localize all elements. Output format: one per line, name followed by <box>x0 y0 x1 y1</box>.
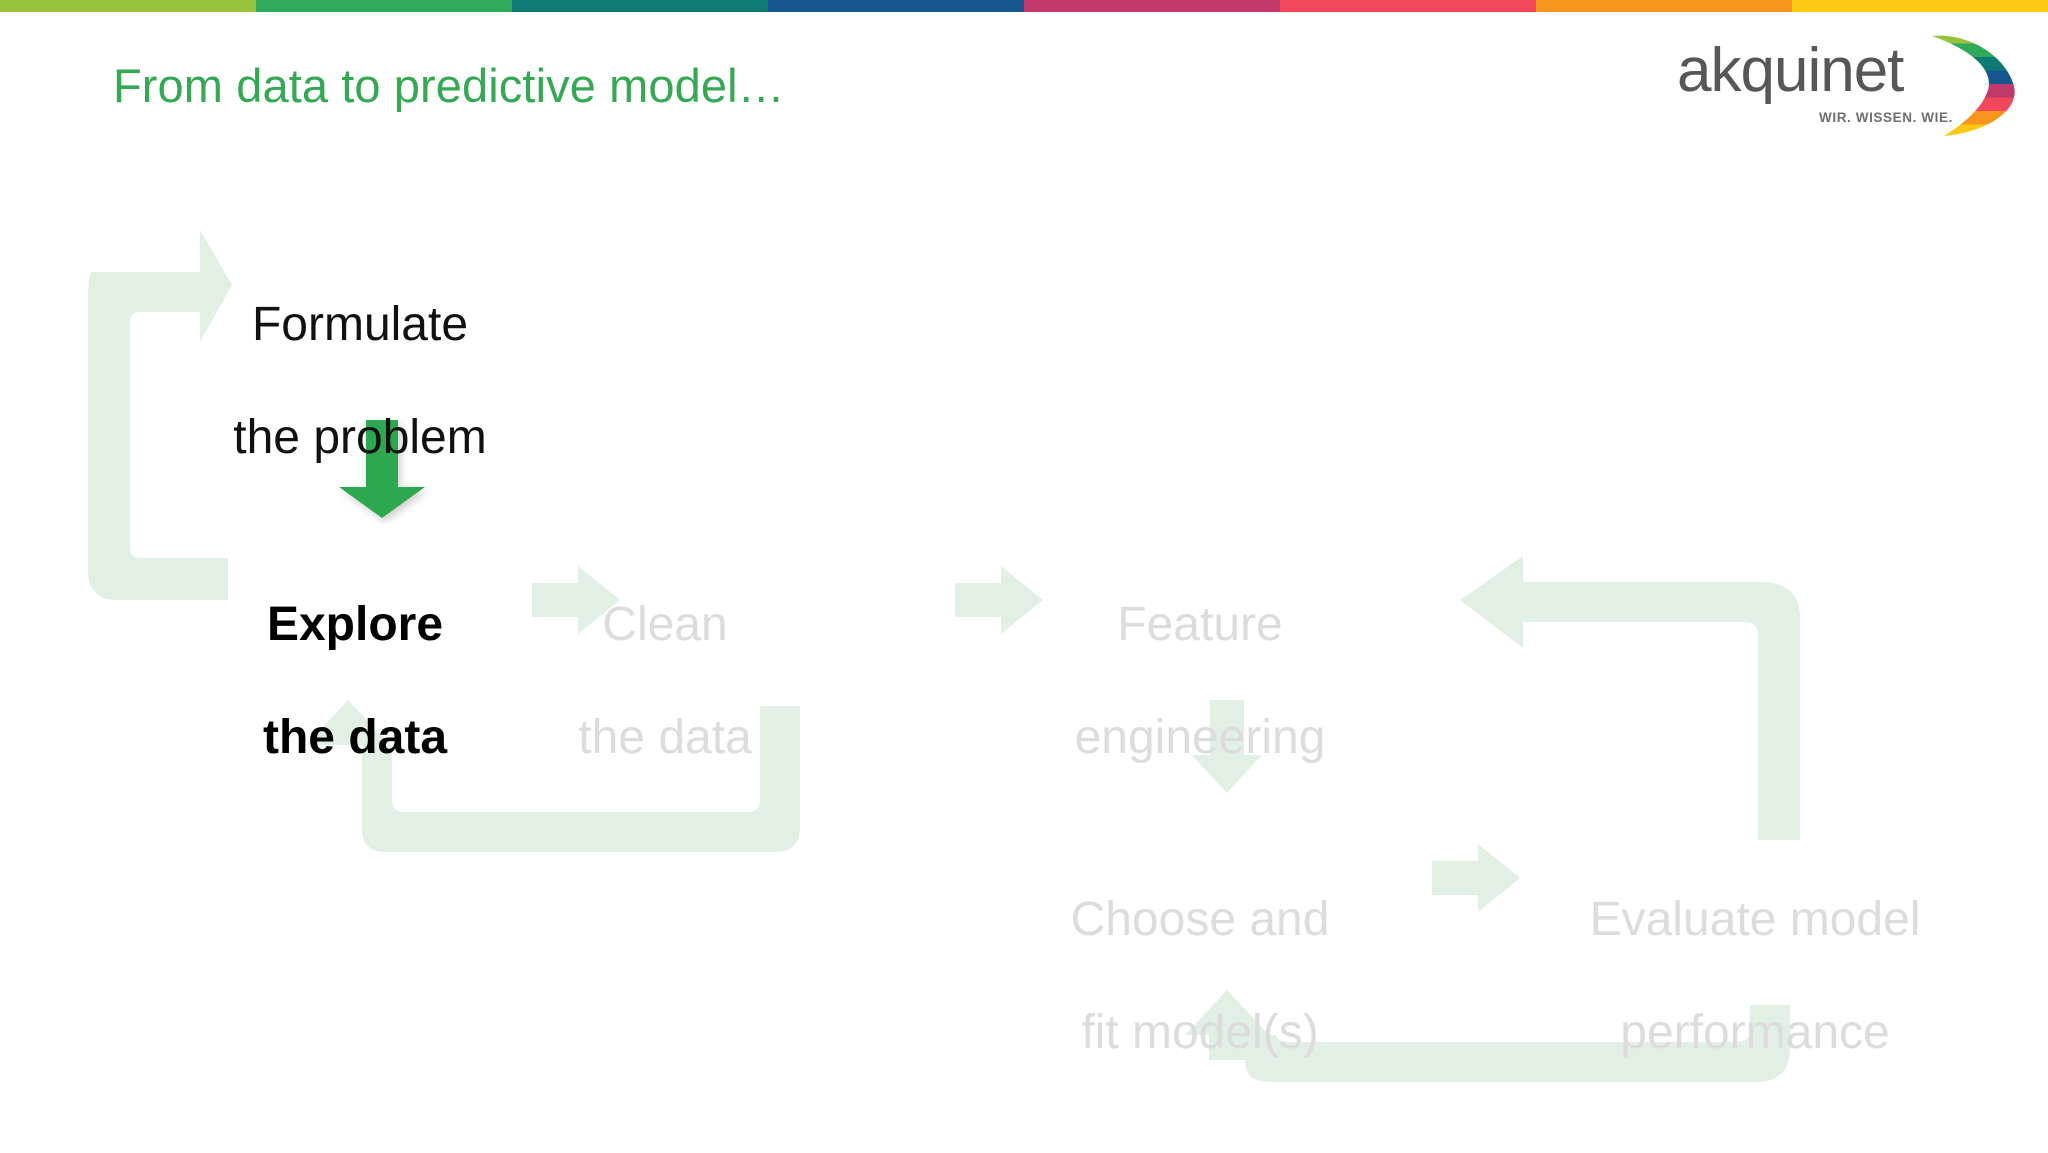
logo-tagline: WIR. WISSEN. WIE. <box>1819 110 1953 125</box>
flow-node-choose-and-fit-models[interactable]: Choose and fit model(s) <box>1010 835 1390 1118</box>
flow-node-line-2: engineering <box>1074 710 1326 764</box>
flow-node-line-2: the problem <box>233 410 487 464</box>
connector-choose-to-evaluate <box>1432 844 1520 912</box>
flow-node-feature-engineering[interactable]: Feature engineering <box>1010 540 1390 823</box>
color-segment-2 <box>512 0 768 12</box>
brand-color-bar <box>0 0 2048 12</box>
flow-node-line-1: Formulate <box>251 297 469 351</box>
flow-node-formulate-the-problem[interactable]: Formulate the problem <box>180 240 540 523</box>
color-segment-6 <box>1536 0 1792 12</box>
akquinet-logo: akquinet WIR. WISSEN. WIE. <box>1677 34 2022 137</box>
flow-node-line-1: Explore <box>266 597 444 651</box>
flow-node-line-1: Evaluate model <box>1589 892 1921 946</box>
flow-node-line-1: Clean <box>602 597 728 651</box>
flow-node-line-2: the data <box>578 710 752 764</box>
logo-leaf-icon <box>1932 35 2015 137</box>
flow-node-line-1: Feature <box>1117 597 1283 651</box>
flow-node-explore-the-data[interactable]: Explore the data <box>175 540 535 823</box>
flow-node-line-2: the data <box>262 710 448 764</box>
flow-node-line-2: performance <box>1620 1005 1890 1059</box>
page-title: From data to predictive model… <box>113 59 785 112</box>
color-segment-5 <box>1280 0 1536 12</box>
flow-node-line-2: fit model(s) <box>1081 1005 1319 1059</box>
color-segment-1 <box>256 0 512 12</box>
color-segment-0 <box>0 0 256 12</box>
flow-node-evaluate-model-performance[interactable]: Evaluate model performance <box>1555 835 1955 1118</box>
color-segment-4 <box>1024 0 1280 12</box>
connector-loop-evaluate-to-feature <box>1460 556 1800 840</box>
flow-node-line-1: Choose and <box>1070 892 1330 946</box>
color-segment-7 <box>1792 0 2048 12</box>
flow-node-clean-the-data[interactable]: Clean the data <box>500 540 830 823</box>
logo-wordmark: akquinet <box>1677 36 1904 105</box>
color-segment-3 <box>768 0 1024 12</box>
